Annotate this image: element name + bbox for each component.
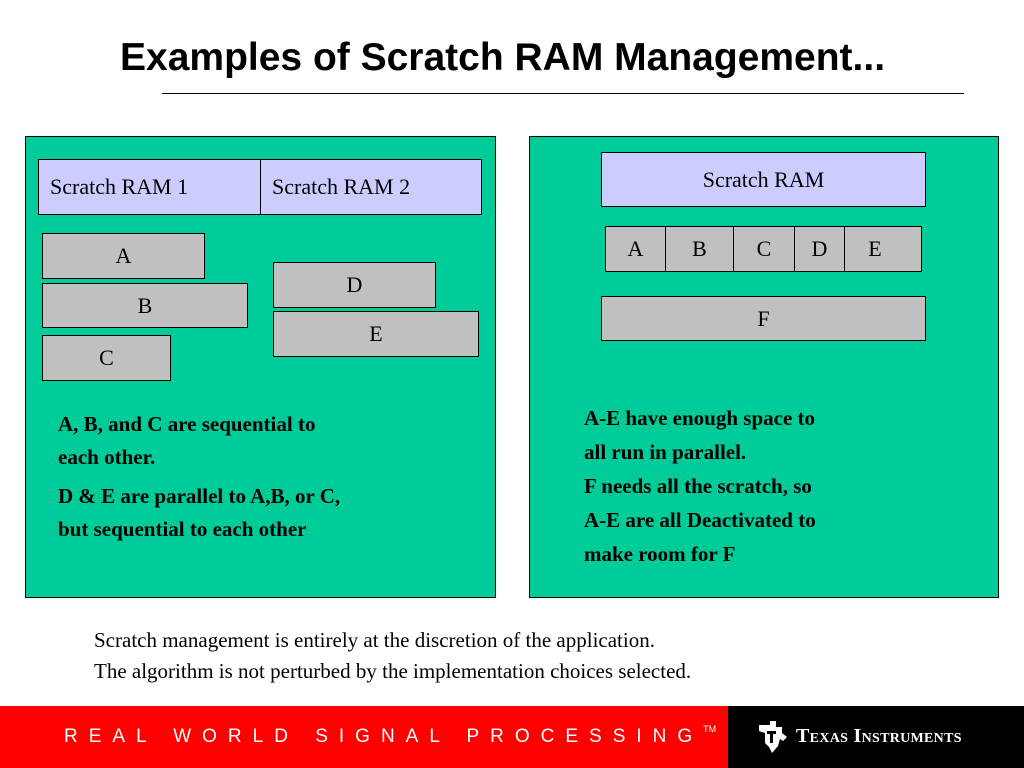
slide-title: Examples of Scratch RAM Management... — [120, 36, 886, 79]
footer-line-1: Scratch management is entirely at the di… — [94, 628, 655, 652]
scratch-ram-1-box: Scratch RAM 1 — [38, 159, 261, 215]
left-note-line-1: A, B, and C are sequential to — [58, 412, 316, 436]
left-note-line-3: D & E are parallel to A,B, or C, — [58, 484, 341, 508]
task-b-label: B — [137, 292, 153, 318]
task-e-label: E — [369, 321, 383, 346]
task-d-label: D — [346, 272, 363, 297]
company-name: Texas Instruments — [796, 725, 962, 747]
parallel-cell-d-label: D — [811, 236, 828, 261]
parallel-cell-c-label: C — [756, 236, 772, 261]
task-b: B — [42, 283, 248, 328]
right-note-line-2: all run in parallel. — [584, 440, 747, 464]
parallel-cell-b-label: B — [692, 236, 707, 261]
scratch-ram-label: Scratch RAM — [702, 166, 825, 192]
parallel-task-row: A B C D E — [605, 226, 922, 272]
task-a-label: A — [115, 243, 132, 268]
parallel-cell-c: C — [734, 227, 795, 271]
footer-line-2: The algorithm is not perturbed by the im… — [94, 659, 692, 683]
right-panel — [529, 136, 999, 598]
right-note-line-1: A-E have enough space to — [584, 406, 816, 430]
left-note-line-4: but sequential to each other — [58, 517, 307, 541]
task-a: A — [42, 233, 205, 279]
parallel-cell-a: A — [606, 227, 666, 271]
footer-note: Scratch management is entirely at the di… — [94, 625, 691, 687]
scratch-ram-1-label: Scratch RAM 1 — [50, 174, 189, 199]
task-f-label: F — [757, 305, 770, 331]
right-note-line-4: A-E are all Deactivated to — [584, 508, 816, 532]
title-divider — [162, 93, 964, 94]
scratch-ram-box: Scratch RAM — [601, 152, 926, 207]
right-note: A-E have enough space to all run in para… — [584, 401, 984, 571]
task-e: E — [273, 311, 479, 357]
ti-logo-icon — [759, 721, 787, 753]
parallel-cell-e: E — [845, 227, 905, 271]
task-d: D — [273, 262, 436, 308]
right-note-line-3: F needs all the scratch, so — [584, 474, 812, 498]
task-f: F — [601, 296, 926, 341]
parallel-cell-d: D — [795, 227, 845, 271]
task-c: C — [42, 335, 171, 381]
parallel-cell-b: B — [666, 227, 734, 271]
brand-tagline-text: Real World Signal Processing — [64, 726, 704, 747]
trademark-mark: TM — [703, 724, 717, 734]
parallel-cell-e-label: E — [868, 236, 882, 261]
task-c-label: C — [99, 345, 114, 370]
scratch-ram-2-box: Scratch RAM 2 — [260, 159, 482, 215]
right-note-line-5: make room for F — [584, 542, 736, 566]
brand-tagline: Real World Signal ProcessingTM — [64, 724, 717, 748]
left-note: A, B, and C are sequential to each other… — [58, 408, 478, 546]
parallel-cell-a-label: A — [627, 236, 644, 261]
left-note-line-2: each other. — [58, 445, 156, 469]
scratch-ram-2-label: Scratch RAM 2 — [272, 174, 411, 199]
